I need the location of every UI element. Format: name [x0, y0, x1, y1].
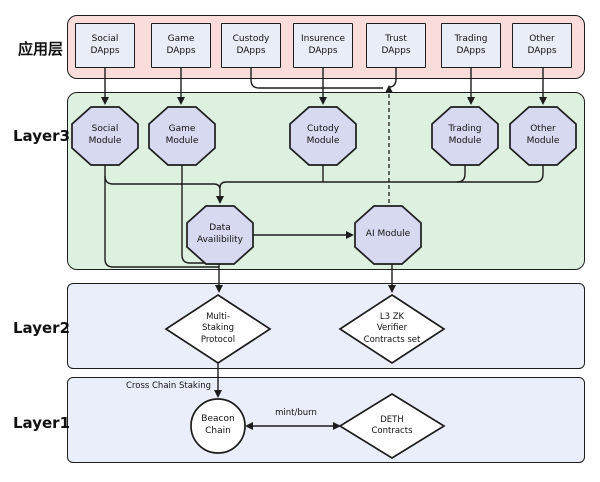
ai-module-shape: [354, 205, 422, 265]
other-dapps-box: Other DApps: [512, 23, 572, 68]
edge-trust-dapps-elbow: [388, 68, 397, 88]
beacon-chain-shape: [190, 398, 246, 454]
arrowhead: [539, 97, 547, 105]
arrowhead-right: [346, 231, 354, 239]
edge-trading-module-stub: [456, 165, 466, 183]
other-module-label: Other Module: [526, 124, 560, 146]
mint-burn-label: mint/burn: [275, 408, 317, 418]
insurence-dapps-box: Insurence DApps: [293, 23, 353, 68]
data-availability-label: Data Availibility: [196, 223, 244, 245]
social-dapps-box: Social DApps: [75, 23, 135, 68]
arrowhead: [214, 390, 222, 398]
l3-zk-verifier-shape: [338, 293, 446, 365]
layer1-band: [67, 377, 585, 463]
game-module-shape: [148, 106, 216, 166]
arrowhead-right: [333, 422, 341, 430]
social-module-shape: [71, 106, 139, 166]
deth-contracts-shape: [338, 393, 446, 459]
trading-module-shape: [431, 106, 499, 166]
arrowhead: [216, 196, 224, 204]
data-availability-shape: [186, 205, 254, 265]
trading-module-label: Trading Module: [448, 124, 482, 146]
custody-module-label: Cutody Module: [306, 124, 340, 146]
game-module-label: Game Module: [165, 124, 199, 146]
multi-staking-shape: [164, 293, 272, 365]
custody-dapps-box: Custody DApps: [221, 23, 281, 68]
edge-custody-dapps-elbow: [250, 68, 383, 89]
arrowhead: [177, 97, 185, 105]
other-module-shape: [509, 106, 577, 166]
game-dapps-box: Game DApps: [151, 23, 211, 68]
edge-collector-left: [104, 175, 221, 196]
social-module-label: Social Module: [88, 124, 122, 146]
custody-module-shape: [289, 106, 357, 166]
arrowhead: [319, 97, 327, 105]
beacon-chain-label: Beacon Chain: [201, 414, 235, 436]
deth-contracts-label: DETH Contracts: [371, 414, 413, 436]
layer2-band: [67, 283, 585, 369]
edge-collector-right: [219, 165, 544, 189]
cross-chain-staking-label: Cross Chain Staking: [126, 381, 211, 391]
edge-social-module-down: [104, 165, 219, 268]
arrowhead-left: [245, 422, 253, 430]
arrowhead: [467, 97, 475, 105]
arrowhead-up: [385, 85, 393, 93]
app-layer-label: 应用层: [18, 40, 64, 58]
edge-game-module-down: [181, 165, 219, 264]
trading-dapps-box: Trading DApps: [441, 23, 501, 68]
arrowhead: [388, 285, 396, 293]
layer1-label: Layer1: [13, 414, 71, 432]
l3-zk-verifier-label: L3 ZK Verifier Contracts set: [363, 312, 421, 345]
arrowhead: [101, 97, 109, 105]
ai-module-label: AI Module: [365, 229, 411, 240]
arrowhead: [215, 285, 223, 293]
layer2-label: Layer2: [13, 319, 71, 337]
trust-dapps-box: Trust DApps: [366, 23, 426, 68]
multi-staking-label: Multi- Staking Protocol: [200, 312, 236, 345]
layer3-label: Layer3: [13, 127, 71, 145]
